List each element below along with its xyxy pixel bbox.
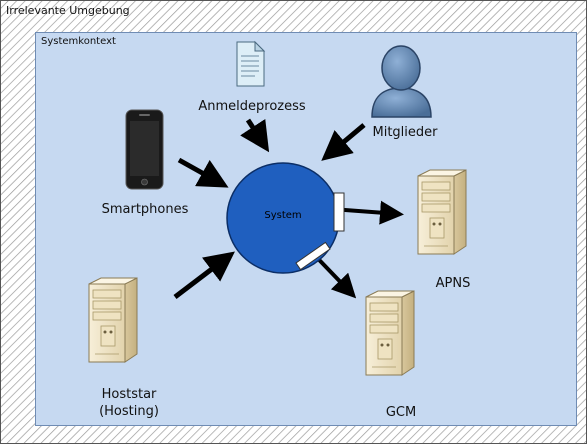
anmeldeprozess-label: Anmeldeprozess — [198, 99, 306, 114]
mitglieder-label: Mitglieder — [372, 125, 438, 140]
interface-apns — [333, 192, 345, 232]
server-icon-gcm — [365, 290, 415, 376]
server-icon-hoststar — [88, 277, 138, 363]
person-icon — [371, 45, 432, 118]
document-icon — [236, 40, 266, 87]
interface-gcm — [295, 241, 331, 271]
apns-label: APNS — [435, 276, 471, 291]
arrow-hoststar-system — [173, 251, 235, 299]
gcm-label: GCM — [385, 405, 417, 420]
arrow-anmeldeprozess-system — [240, 118, 270, 153]
smartphone-icon — [125, 109, 164, 190]
hoststar-label: Hoststar (Hosting) — [99, 387, 159, 419]
smartphones-label: Smartphones — [101, 202, 189, 217]
arrow-smartphones-system — [177, 157, 229, 188]
arrow-mitglieder-system — [321, 123, 366, 161]
system-context-title: Systemkontext — [41, 36, 116, 47]
system-label: System — [264, 210, 302, 221]
outer-environment-title: Irrelevante Umgebung — [6, 4, 130, 17]
server-icon-apns — [417, 169, 467, 255]
